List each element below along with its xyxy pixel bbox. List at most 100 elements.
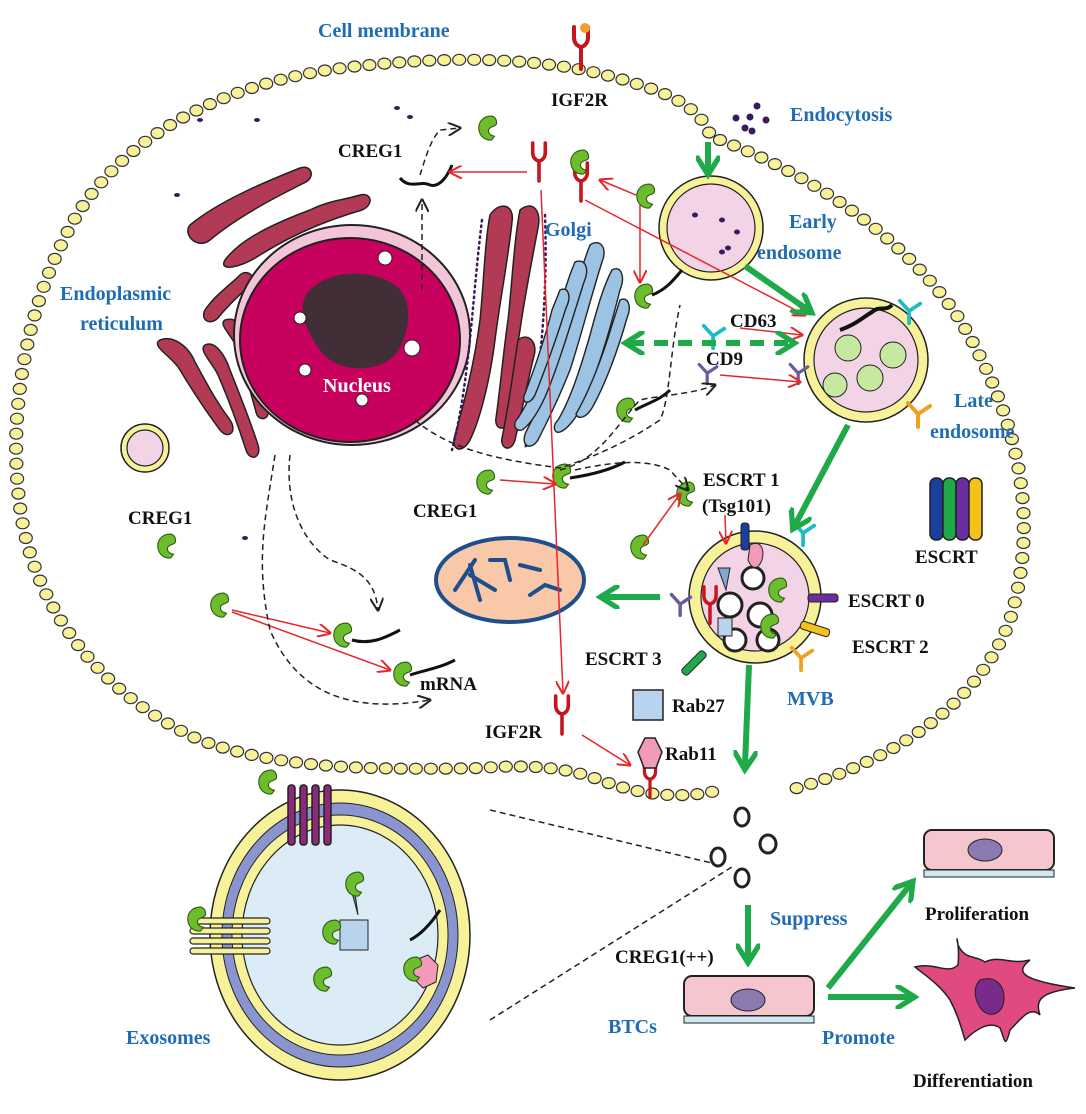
igf2r-receptor-top (572, 25, 590, 71)
golgi-label: Golgi (545, 219, 592, 241)
membrane-bead (513, 760, 528, 773)
membrane-bead (965, 335, 980, 349)
membrane-bead (333, 760, 348, 773)
membrane-bead (437, 53, 452, 67)
membrane-bead (985, 376, 1000, 389)
membrane-bead (911, 725, 926, 739)
membrane-bead (150, 127, 165, 140)
membrane-bead (452, 53, 467, 66)
membrane-bead (467, 53, 482, 66)
mvb-cd9-icon (669, 592, 693, 618)
membrane-bead (712, 133, 728, 147)
membrane-bead (922, 274, 937, 287)
differentiation-label: Differentiation (913, 1071, 1033, 1092)
membrane-bead (726, 139, 742, 152)
mitochondrion (434, 536, 586, 624)
membrane-bead (104, 165, 119, 178)
membrane-bead (1000, 418, 1015, 431)
membrane-bead (966, 675, 982, 688)
membrane-bead (601, 776, 616, 790)
membrane-bead (17, 353, 32, 366)
escrt-legend-icon (929, 477, 983, 541)
membrane-bead (94, 176, 109, 189)
membrane-bead (859, 755, 874, 769)
membrane-bead (112, 682, 127, 695)
membrane-bead (9, 412, 25, 425)
membrane-bead (62, 626, 77, 640)
membrane-bead (244, 748, 259, 762)
membrane-bead (1003, 610, 1019, 623)
membrane-bead (362, 58, 377, 72)
golgi-apparatus (514, 242, 630, 447)
membrane-bead (902, 252, 917, 265)
membrane-bead (423, 762, 438, 775)
membrane-bead (1010, 581, 1026, 594)
membrane-bead (991, 638, 1007, 651)
membrane-bead (643, 82, 659, 95)
membrane-bead (67, 212, 82, 225)
early-endosome (658, 175, 764, 281)
escrt3-stick (681, 650, 707, 676)
membrane-bead (995, 404, 1011, 417)
membrane-bead (1004, 433, 1020, 446)
membrane-bead (483, 761, 498, 774)
membrane-bead (990, 390, 1006, 403)
red-arrows (231, 172, 805, 765)
membrane-bead (27, 560, 42, 573)
endoplasmic-reticulum-label-2: reticulum (80, 313, 163, 335)
membrane-bead (1016, 521, 1031, 535)
proliferation-cell (923, 829, 1055, 878)
membrane-bead (230, 86, 245, 99)
membrane-bead (259, 77, 274, 90)
igf2r-top-label: IGF2R (551, 90, 608, 111)
mvb-label: MVB (787, 688, 834, 710)
membrane-bead (453, 762, 468, 775)
membrane-bead (202, 97, 217, 111)
membrane-bead (39, 588, 54, 601)
mvb-cd63-icon (791, 520, 817, 548)
membrane-bead (794, 172, 809, 185)
membrane-bead (422, 54, 437, 67)
membrane-bead (13, 502, 28, 515)
membrane-bead (946, 697, 961, 710)
membrane-bead (392, 56, 407, 69)
early-endosome-label-1: Early (789, 211, 837, 233)
membrane-bead (694, 113, 709, 126)
membrane-bead (14, 367, 29, 381)
membrane-bead (438, 762, 453, 775)
btcs-label: BTCs (608, 1016, 657, 1038)
membrane-bead (789, 781, 804, 795)
membrane-bead (273, 73, 288, 86)
membrane-bead (288, 70, 303, 83)
membrane-bead (1015, 551, 1030, 565)
membrane-bead (15, 517, 30, 530)
membrane-bead (571, 63, 586, 76)
membrane-bead (671, 94, 686, 107)
membrane-bead (259, 751, 274, 765)
igf2r-bottom-label: IGF2R (485, 722, 542, 743)
membrane-bead (53, 239, 69, 252)
creg1-plusplus-label: CREG1(++) (615, 947, 714, 968)
membrane-bead (645, 787, 660, 800)
membrane-bead (767, 158, 783, 171)
membrane-bead (135, 701, 150, 714)
membrane-bead (556, 60, 572, 73)
membrane-bead (886, 741, 901, 755)
membrane-bead (528, 760, 543, 774)
membrane-bead (1007, 596, 1022, 609)
membrane-bead (978, 362, 994, 375)
membrane-bead (468, 761, 483, 775)
exosomes-label: Exosomes (126, 1027, 211, 1049)
escrt3-label: ESCRT 3 (585, 649, 662, 670)
membrane-bead (32, 574, 48, 587)
membrane-bead (163, 118, 178, 132)
membrane-bead (20, 338, 35, 351)
membrane-bead (1008, 447, 1023, 460)
cell-membrane-label: Cell membrane (318, 20, 450, 42)
escrt2-stick (799, 620, 831, 638)
membrane-bead (9, 457, 24, 470)
small-vesicle (120, 423, 170, 473)
membrane-bead (18, 531, 33, 545)
btc-cell (683, 975, 815, 1024)
membrane-bead (856, 213, 872, 226)
